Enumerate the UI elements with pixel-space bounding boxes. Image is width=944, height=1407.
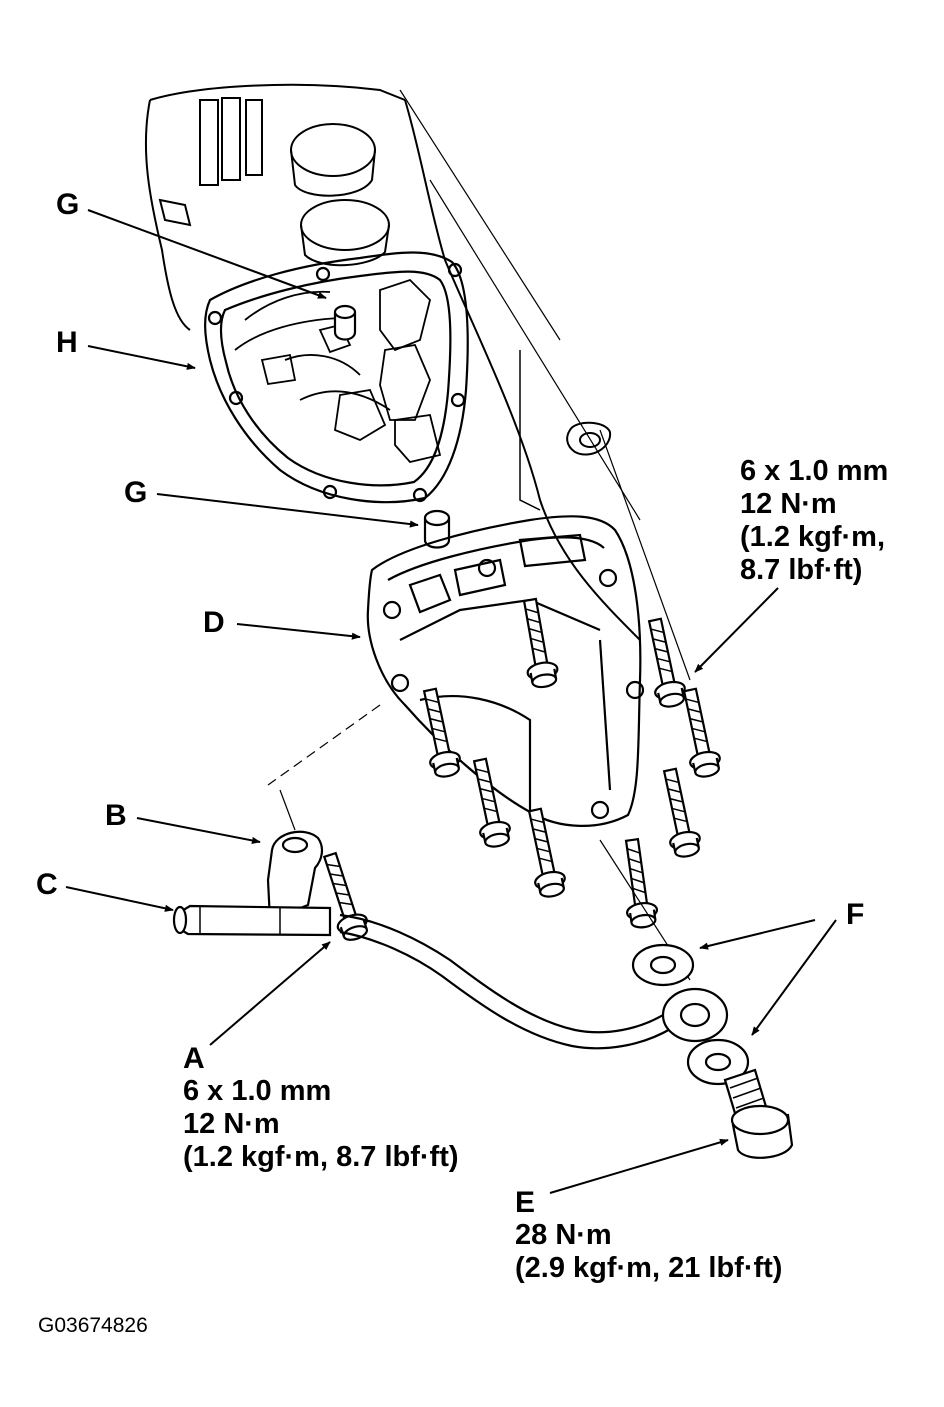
bolt-e-spec: E 28 N·m (2.9 kgf·m, 21 lbf·ft) (515, 1186, 782, 1285)
bolt-e-torque-alt: (2.9 kgf·m, 21 lbf·ft) (515, 1252, 783, 1284)
bracket (266, 830, 324, 922)
upper-bolt-torque-lbf: 8.7 lbf·ft) (740, 554, 863, 586)
bolt-a-torque: 12 N·m (183, 1108, 280, 1140)
sealing-washer-upper (631, 943, 695, 987)
gasket (204, 251, 469, 504)
valve-body-cover (366, 515, 645, 827)
bolt-a-size: 6 x 1.0 mm (183, 1075, 332, 1107)
figure-id: G03674826 (38, 1314, 148, 1337)
leader-lines (65, 209, 837, 1194)
callout-c: C (36, 868, 58, 901)
bolt-a-torque-alt: (1.2 kgf·m, 8.7 lbf·ft) (183, 1141, 459, 1173)
callout-f: F (846, 898, 865, 931)
upper-bolt-torque: 12 N·m (740, 488, 837, 520)
atf-pipe (339, 913, 673, 1050)
bolt-e-torque: 28 N·m (515, 1219, 612, 1251)
cover-bolts (414, 596, 725, 931)
callout-d: D (203, 606, 225, 639)
alignment-lines (267, 429, 691, 981)
sealing-washer-lower (686, 1038, 750, 1086)
dowel-pin-upper (333, 304, 357, 341)
valve-body-detail (234, 278, 442, 463)
upper-bolt-size: 6 x 1.0 mm (740, 455, 889, 487)
upper-bolt-torque-kgf: (1.2 kgf·m, (740, 521, 886, 553)
callout-a: A (183, 1042, 205, 1075)
transmission-case (144, 83, 641, 641)
banjo-bolt (723, 1068, 794, 1159)
callout-g-lower: G (124, 476, 148, 509)
hose-fitting (172, 904, 332, 937)
callout-e: E (515, 1186, 536, 1219)
callout-g-upper: G (56, 188, 80, 221)
callout-h: H (56, 326, 78, 359)
upper-bolt-spec: 6 x 1.0 mm 12 N·m (1.2 kgf·m, 8.7 lbf·ft… (740, 455, 888, 587)
banjo-fitting (661, 987, 729, 1043)
callout-b: B (105, 799, 127, 832)
bolt-a-spec: A 6 x 1.0 mm 12 N·m (1.2 kgf·m, 8.7 lbf·… (183, 1042, 459, 1174)
